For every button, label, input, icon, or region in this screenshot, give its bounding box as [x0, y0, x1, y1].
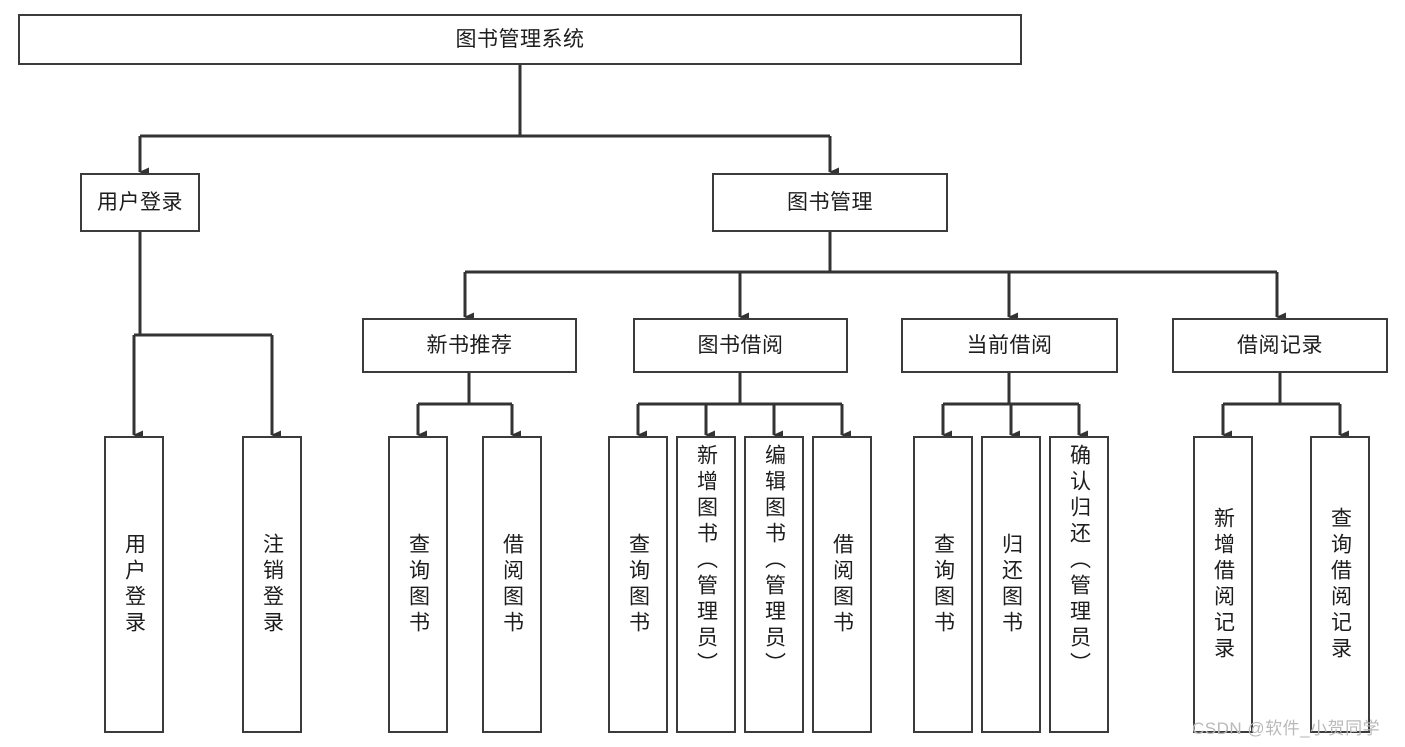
node-leaf-query-book-1[interactable]: 查询图书	[388, 436, 448, 733]
node-label: 用户登录	[97, 190, 183, 214]
node-label: 查询图书	[406, 532, 430, 637]
node-leaf-confirm-return[interactable]: 确认归还（管理员）	[1049, 436, 1109, 733]
node-label: 查询图书	[931, 532, 955, 637]
node-leaf-query-record[interactable]: 查询借阅记录	[1310, 436, 1370, 733]
node-leaf-edit-book[interactable]: 编辑图书（管理员）	[744, 436, 804, 733]
node-label: 归还图书	[999, 532, 1023, 637]
node-label: 图书借阅	[697, 333, 784, 357]
node-label: 查询图书	[626, 532, 650, 637]
node-current-borrow[interactable]: 当前借阅	[901, 318, 1118, 373]
node-leaf-borrow-book-2[interactable]: 借阅图书	[812, 436, 872, 733]
node-label: 新增借阅记录	[1211, 506, 1235, 663]
node-label: 当前借阅	[966, 333, 1053, 357]
node-book-borrow[interactable]: 图书借阅	[633, 318, 848, 373]
node-root[interactable]: 图书管理系统	[18, 14, 1022, 65]
node-label: 用户登录	[122, 532, 146, 637]
node-leaf-query-book-2[interactable]: 查询图书	[608, 436, 668, 733]
node-leaf-return-book[interactable]: 归还图书	[981, 436, 1041, 733]
connector-lines	[132, 65, 1349, 440]
node-label: 查询借阅记录	[1328, 506, 1352, 663]
node-label: 确认归还（管理员）	[1067, 444, 1091, 678]
node-borrow-record[interactable]: 借阅记录	[1172, 318, 1388, 373]
node-label: 借阅图书	[830, 532, 854, 637]
node-label: 借阅图书	[500, 532, 524, 637]
node-new-book-recommend[interactable]: 新书推荐	[362, 318, 577, 373]
node-leaf-borrow-book-1[interactable]: 借阅图书	[482, 436, 542, 733]
node-label: 借阅记录	[1237, 333, 1323, 357]
node-leaf-query-book-3[interactable]: 查询图书	[913, 436, 973, 733]
node-leaf-user-login[interactable]: 用户登录	[104, 436, 164, 733]
node-label: 新增图书（管理员）	[694, 444, 718, 678]
node-label: 图书管理系统	[455, 27, 585, 51]
node-label: 新书推荐	[426, 333, 513, 357]
node-leaf-add-book[interactable]: 新增图书（管理员）	[676, 436, 736, 733]
node-label: 图书管理	[787, 190, 873, 214]
node-label: 注销登录	[260, 532, 284, 637]
node-label: 编辑图书（管理员）	[762, 444, 786, 678]
node-leaf-add-record[interactable]: 新增借阅记录	[1193, 436, 1253, 733]
node-book-manage[interactable]: 图书管理	[712, 173, 948, 232]
node-leaf-user-logout[interactable]: 注销登录	[242, 436, 302, 733]
node-user-login[interactable]: 用户登录	[80, 173, 200, 232]
